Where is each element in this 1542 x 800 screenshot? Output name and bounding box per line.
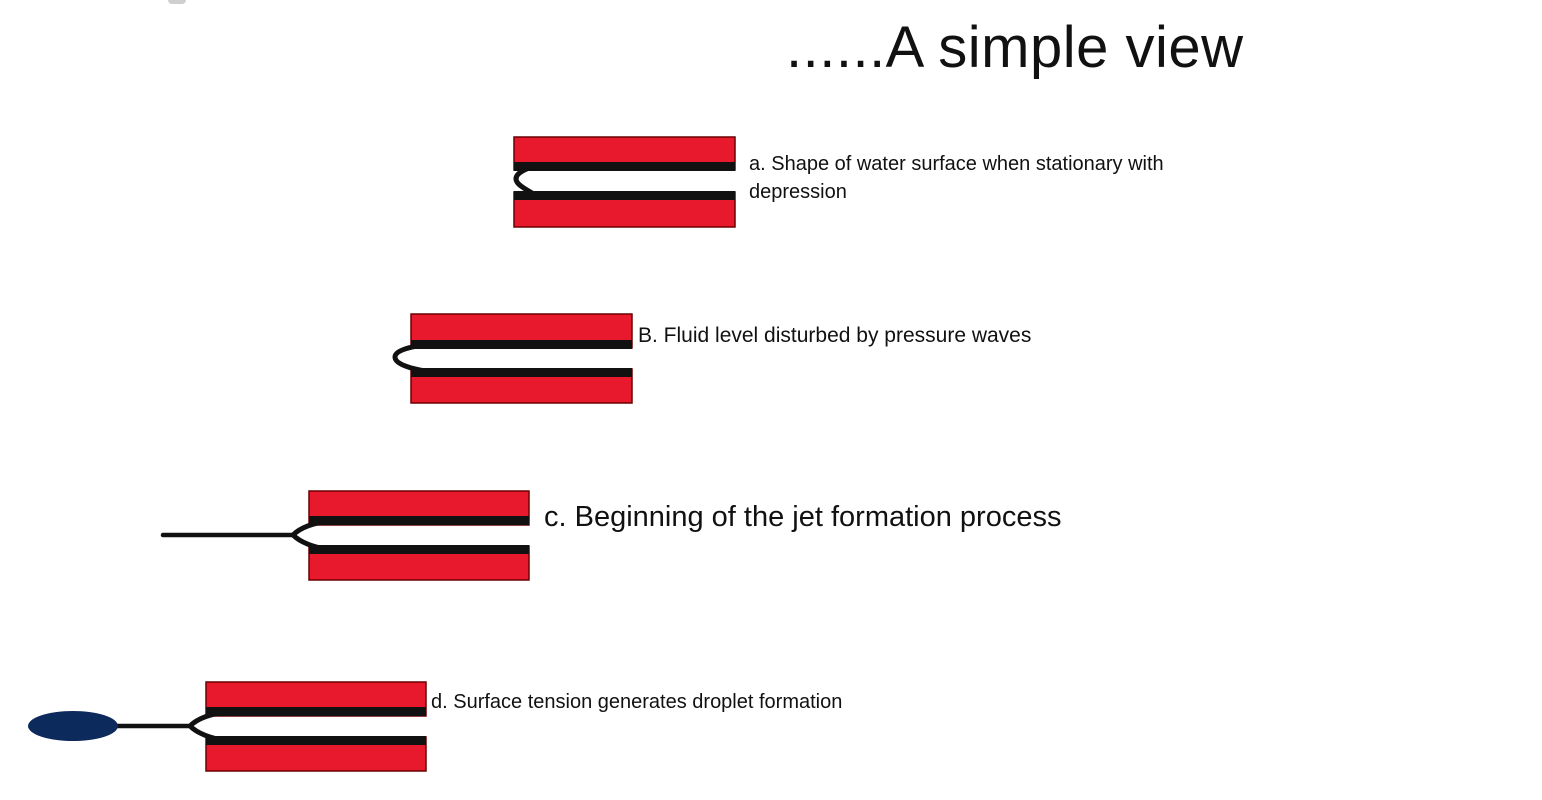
stage-b-label: B. Fluid level disturbed by pressure wav…: [638, 324, 1032, 347]
stage-d-bottom-wall-inner-surface: [206, 736, 426, 745]
stage-b-top-wall-inner-surface: [411, 340, 632, 349]
stage-a-label-line-1: a. Shape of water surface when stationar…: [749, 153, 1164, 175]
stage-d-label: d. Surface tension generates droplet for…: [431, 691, 843, 713]
stage-d-nozzle: [28, 681, 427, 772]
stage-a-label-line-2: depression: [749, 181, 847, 203]
stage-d-top-wall-inner-surface: [206, 707, 426, 716]
stage-c-bottom-wall-inner-surface: [309, 545, 529, 554]
stage-c-label: c. Beginning of the jet formation proces…: [544, 501, 1062, 533]
stage-d-droplet: [28, 711, 118, 741]
stage-b-meniscus: [392, 341, 435, 375]
stage-a-nozzle: [513, 136, 736, 228]
stage-c-top-wall-inner-surface: [309, 516, 529, 525]
top-edge-mark: [168, 0, 186, 4]
stage-a-label: a. Shape of water surface when stationar…: [749, 150, 1164, 206]
stage-b-bottom-wall-inner-surface: [411, 368, 632, 377]
stage-a-bottom-wall-inner-surface: [514, 191, 735, 200]
stage-a-meniscus: [513, 163, 538, 198]
page-title: ......A simple view: [786, 15, 1244, 80]
stage-a-top-wall-inner-surface: [514, 162, 735, 171]
stage-b-nozzle: [392, 313, 633, 404]
stage-c-nozzle: [160, 490, 530, 581]
